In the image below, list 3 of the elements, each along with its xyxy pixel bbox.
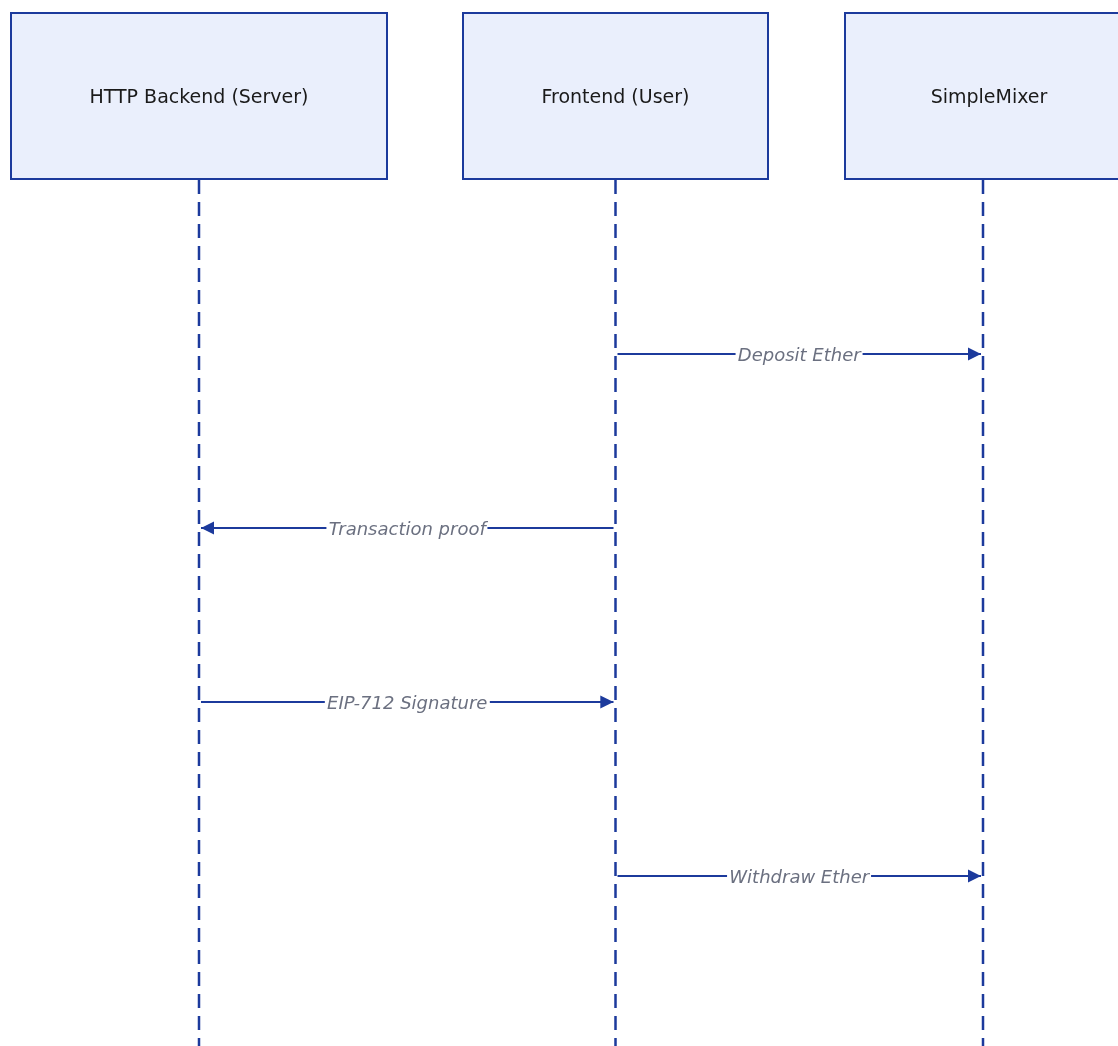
participant-box: HTTP Backend (Server)	[10, 12, 388, 180]
participant-box: SimpleMixer	[844, 12, 1118, 180]
participant-box: Frontend (User)	[462, 12, 769, 180]
